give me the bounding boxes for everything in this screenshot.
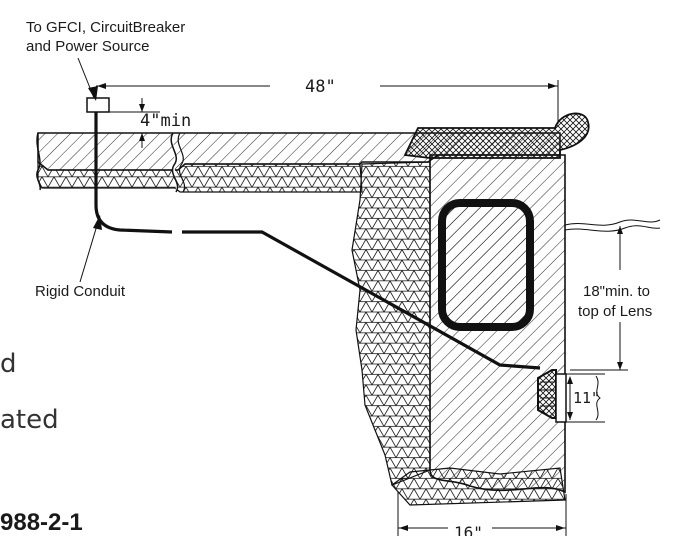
lens-depth-label-line1: 18"min. to — [583, 283, 650, 300]
power-source-label-line2: and Power Source — [26, 38, 149, 55]
conduit-label: Rigid Conduit — [35, 283, 126, 300]
lens-ring — [555, 373, 567, 423]
rigid-conduit — [94, 110, 541, 370]
deck-left-break — [36, 132, 42, 191]
light-niche — [438, 199, 534, 331]
backfill — [351, 161, 431, 486]
partial-text-1: d — [0, 349, 17, 379]
deck-break-line — [170, 132, 179, 193]
figure-id: 988-2-1 — [0, 509, 83, 536]
dim-11-label: 11" — [573, 389, 600, 407]
dim-11-brace — [595, 375, 601, 421]
water-surface — [564, 219, 661, 226]
coping — [403, 112, 590, 159]
partial-text-2: ated — [0, 405, 59, 435]
water-surface-2 — [564, 225, 661, 232]
dim-48-label: 48" — [305, 77, 336, 97]
deck-break-line-2 — [177, 132, 185, 193]
power-source-label-line1: To GFCI, CircuitBreaker — [26, 19, 185, 36]
junction-box — [86, 97, 110, 113]
dim-16-label: 16" — [454, 523, 483, 536]
dim-4min-label: 4"min — [140, 111, 191, 131]
light-fixture — [537, 369, 557, 419]
lens-depth-label-line2: top of Lens — [578, 303, 652, 320]
